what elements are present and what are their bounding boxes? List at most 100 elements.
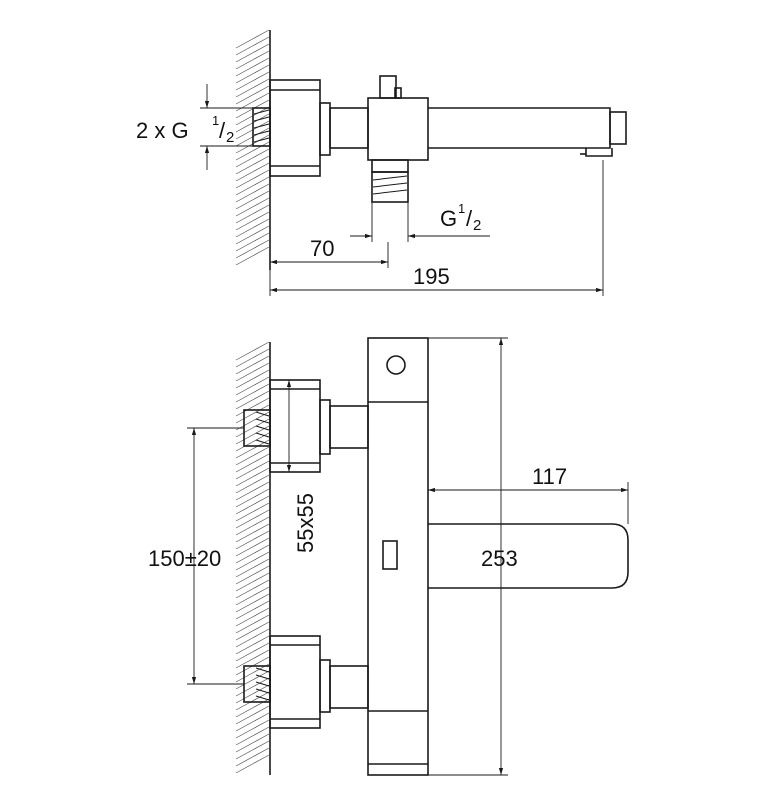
hatch-line — [235, 558, 270, 578]
spout-front — [428, 523, 629, 589]
control-knob-top — [379, 75, 397, 99]
hatch-line — [235, 239, 270, 259]
hatch-line — [235, 155, 270, 175]
hatch-line — [235, 246, 270, 266]
hatch-line — [235, 211, 270, 231]
spout-top — [428, 107, 611, 149]
hatch-line — [235, 383, 270, 403]
hatch-line — [235, 649, 270, 669]
hatch-line — [235, 502, 270, 522]
thread-sub: 2 — [226, 129, 234, 146]
hatch-line — [235, 232, 270, 252]
outlet-thread-top — [371, 159, 409, 203]
hatch-line — [235, 705, 270, 725]
front-view: 55x55 150±20 117 253 — [148, 337, 629, 776]
hatch-line — [235, 169, 270, 189]
outlet-dimension — [350, 202, 490, 242]
hatch-line — [235, 537, 270, 557]
thread-qty-label: 2 x G — [136, 118, 189, 143]
hatch-line — [235, 369, 270, 389]
hatch-line — [235, 733, 270, 753]
hatch-line — [235, 754, 270, 774]
hatch-line — [235, 64, 270, 84]
hatch-line — [235, 176, 270, 196]
hatch-line — [235, 670, 270, 690]
hatch-line — [235, 593, 270, 613]
hatch-line — [235, 635, 270, 655]
indicator-slot — [382, 540, 398, 570]
hatch-line — [235, 218, 270, 238]
dim-195-label: 195 — [413, 264, 450, 289]
valve-body-top — [367, 97, 429, 161]
hatch-line — [235, 691, 270, 711]
hatch-line — [235, 565, 270, 585]
hatch-line — [235, 348, 270, 368]
hatch-line — [235, 621, 270, 641]
hatch-line — [235, 530, 270, 550]
hatch-line — [235, 162, 270, 182]
hatch-line — [235, 36, 270, 56]
hatch-line — [235, 663, 270, 683]
hatch-line — [235, 628, 270, 648]
hatch-line — [235, 78, 270, 98]
dimension-195 — [269, 160, 604, 296]
outlet-thread-sup: 1 — [458, 201, 465, 216]
inlet-thread-top — [252, 107, 271, 147]
hatch-line — [235, 509, 270, 529]
hatch-line — [235, 677, 270, 697]
dim-height-label: 253 — [481, 546, 518, 571]
lower-inlet — [243, 635, 369, 729]
hatch-line — [235, 586, 270, 606]
outlet-thread-sub: 2 — [473, 217, 481, 234]
hatch-line — [235, 362, 270, 382]
hatch-line — [235, 572, 270, 592]
hatch-line — [235, 85, 270, 105]
hatch-line — [235, 516, 270, 536]
thread-fraction-slash: / — [219, 118, 226, 143]
hatch-line — [235, 607, 270, 627]
wall-hatch-top — [235, 29, 270, 266]
hatch-line — [235, 495, 270, 515]
hatch-line — [235, 726, 270, 746]
hatch-line — [235, 341, 270, 361]
temperature-knob-icon — [386, 355, 406, 375]
hatch-line — [235, 474, 270, 494]
hatch-line — [235, 614, 270, 634]
dimension-centers — [187, 427, 244, 685]
top-view: 2 x G 1 / 2 G 1 / 2 70 195 — [136, 29, 627, 296]
hatch-line — [235, 439, 270, 459]
hatch-line — [235, 579, 270, 599]
hatch-line — [235, 50, 270, 70]
hatch-line — [235, 411, 270, 431]
hatch-line — [235, 481, 270, 501]
hatch-line — [235, 190, 270, 210]
hatch-line — [235, 684, 270, 704]
escutcheon-top — [269, 79, 321, 177]
hatch-line — [235, 551, 270, 571]
hatch-line — [235, 197, 270, 217]
dimension-70 — [270, 242, 389, 268]
hatch-line — [235, 544, 270, 564]
hatch-line — [235, 747, 270, 767]
hatch-line — [235, 355, 270, 375]
hatch-line — [235, 642, 270, 662]
dim-centers-label: 150±20 — [148, 546, 221, 571]
hatch-line — [235, 43, 270, 63]
hatch-line — [235, 418, 270, 438]
hatch-line — [235, 425, 270, 445]
hatch-line — [235, 71, 270, 91]
dimension-height — [428, 337, 508, 776]
thread-dimension-top — [200, 84, 253, 170]
hatch-line — [235, 488, 270, 508]
hatch-line — [235, 148, 270, 168]
thermostat-body — [367, 337, 429, 776]
hatch-line — [235, 453, 270, 473]
hatch-line — [235, 460, 270, 480]
hatch-line — [235, 225, 270, 245]
hatch-line — [235, 141, 270, 161]
hatch-line — [235, 404, 270, 424]
connector-pipe-top — [329, 107, 369, 149]
hatch-line — [235, 719, 270, 739]
dimension-spout — [428, 482, 629, 524]
